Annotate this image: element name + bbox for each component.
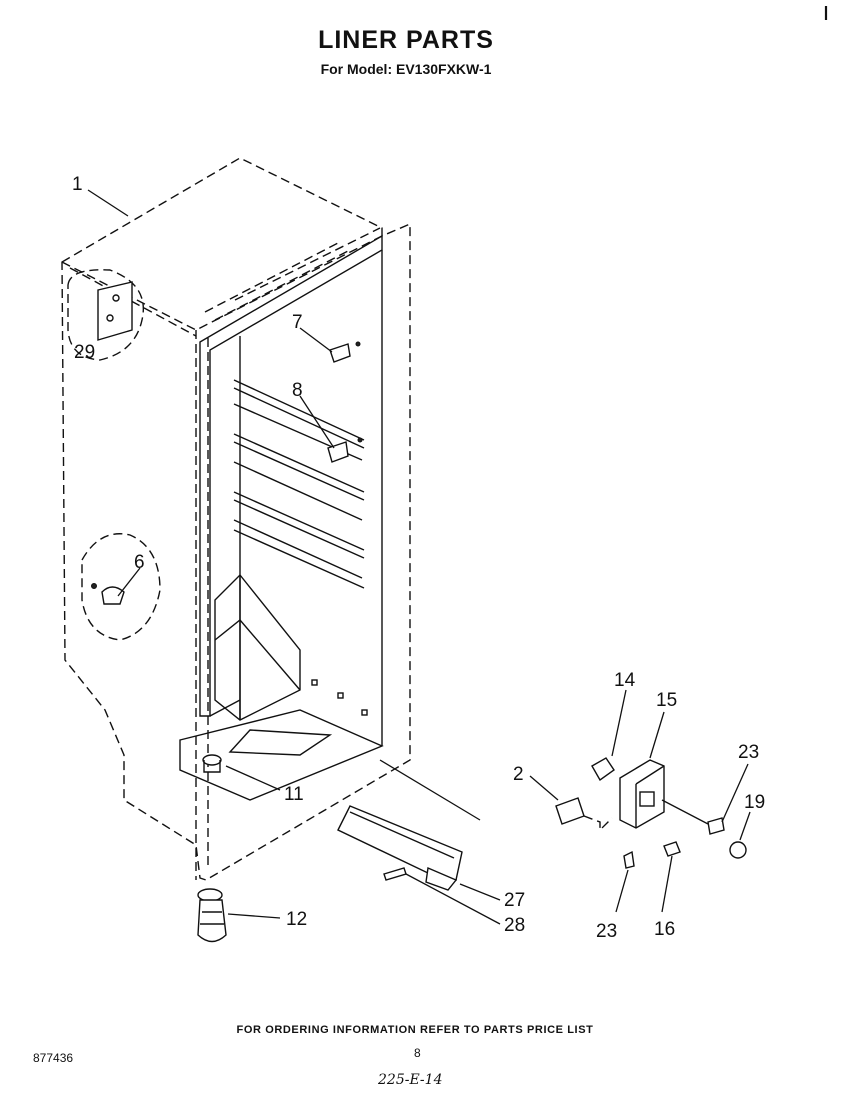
- side-inset: [81, 533, 161, 641]
- callout-7: 7: [292, 312, 303, 333]
- callout-23-upper: 23: [738, 742, 759, 763]
- handwritten-note: 225-E-14: [378, 1072, 443, 1088]
- callout-29: 29: [74, 342, 95, 363]
- cabinet-liner: [61, 157, 411, 881]
- callout-2: 2: [513, 764, 524, 785]
- callout-6: 6: [134, 552, 145, 573]
- screw-28: [383, 867, 407, 881]
- callout-11: 11: [284, 784, 304, 805]
- document-number: 877436: [33, 1051, 74, 1065]
- bracket-27: [337, 805, 463, 891]
- ordering-note: FOR ORDERING INFORMATION REFER TO PARTS …: [236, 1024, 594, 1036]
- clip-7: [329, 341, 361, 363]
- callout-12: 12: [286, 909, 307, 930]
- model-line: For Model: EV130FXKW-1: [320, 61, 492, 77]
- leader-lines: [87, 189, 751, 925]
- callout-14: 14: [614, 670, 636, 691]
- callout-28: 28: [504, 915, 525, 936]
- control-assembly: [555, 757, 747, 869]
- callout-23-lower: 23: [596, 921, 617, 942]
- roller-11: [202, 754, 222, 773]
- callout-27: 27: [504, 890, 525, 911]
- hinge-inset: [67, 269, 144, 361]
- callout-8: 8: [292, 380, 303, 401]
- page-title: LINER PARTS: [318, 26, 494, 54]
- callout-16: 16: [654, 919, 675, 940]
- page-number: 8: [414, 1046, 421, 1060]
- callout-1: 1: [72, 174, 83, 195]
- callout-19: 19: [744, 792, 765, 813]
- callout-15: 15: [656, 690, 677, 711]
- leveling-leg-12: [197, 888, 227, 943]
